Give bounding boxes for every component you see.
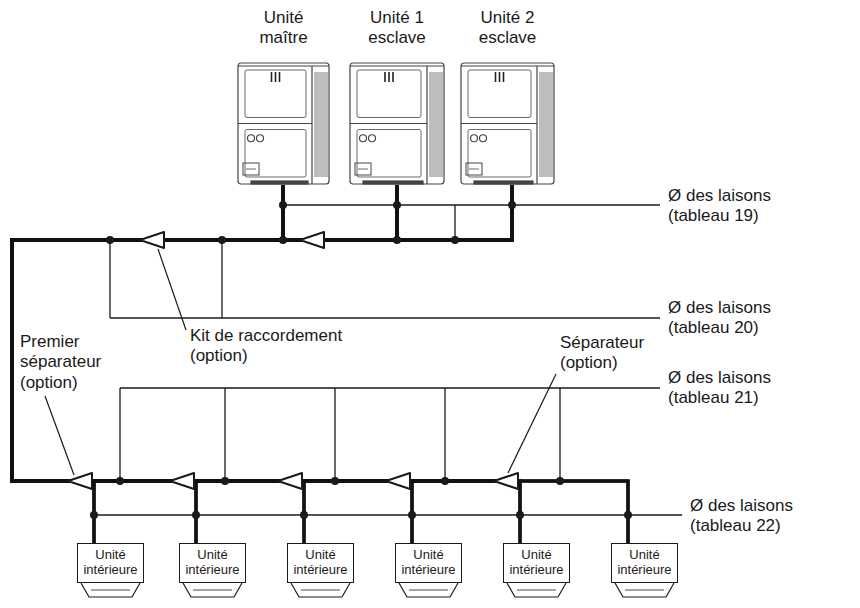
- unit-name: Unité intérieure: [83, 548, 137, 578]
- indoor-outlet: [517, 590, 556, 591]
- outdoor-unit: Unité 1 esclave: [349, 8, 445, 185]
- indoor-unit: Unité intérieure: [503, 543, 570, 583]
- unit-heading: Unité 1 esclave: [357, 8, 437, 49]
- indoor-outlet: [409, 590, 448, 591]
- indoor-outlet: [615, 583, 674, 597]
- indoor-outlet: [91, 590, 130, 591]
- indoor-outlet: [301, 590, 340, 591]
- indoor-outlet: [625, 590, 664, 591]
- separator: [68, 473, 92, 489]
- unit-heading: Unité maître: [244, 8, 324, 49]
- outdoor-unit-casing: [237, 62, 330, 185]
- indoor-outlet: [193, 590, 232, 591]
- unit-name: Unité intérieure: [185, 548, 239, 578]
- connection-kit: [300, 232, 324, 248]
- unit-name: Unité intérieure: [617, 548, 671, 578]
- indoor-unit: Unité intérieure: [611, 543, 678, 583]
- outdoor-unit: Unité 2 esclave: [460, 8, 555, 185]
- unit-name: Unité intérieure: [401, 548, 455, 578]
- junction-dots: [90, 201, 632, 519]
- pipe-diameter-note: Ø des laisons (tableau 20): [668, 298, 798, 339]
- separator: [278, 473, 302, 489]
- indoor-outlet: [183, 583, 242, 597]
- separator: [386, 473, 410, 489]
- separator-fittings: [68, 232, 518, 489]
- connection-kit: [140, 232, 164, 248]
- diameter-lines: [94, 205, 682, 515]
- part-label: Kit de raccordement (option): [190, 326, 375, 367]
- indoor-unit: Unité intérieure: [395, 543, 462, 583]
- outdoor-unit-casing: [460, 62, 555, 185]
- refrigerant-pipe: [12, 185, 628, 543]
- refrigerant-pipe: [12, 185, 628, 543]
- separator: [170, 473, 194, 489]
- indoor-outlet: [399, 583, 458, 597]
- indoor-outlet: [507, 583, 566, 597]
- indoor-unit: Unité intérieure: [77, 543, 144, 583]
- unit-name: Unité intérieure: [293, 548, 347, 578]
- indoor-unit-outlets: [81, 583, 674, 597]
- indoor-unit: Unité intérieure: [179, 543, 246, 583]
- refrigerant-pipe: [12, 185, 628, 543]
- pipe-diameter-note: Ø des laisons (tableau 22): [690, 496, 820, 537]
- separator: [494, 473, 518, 489]
- pipe-diameter-note: Ø des laisons (tableau 21): [668, 368, 798, 409]
- indoor-outlet: [81, 583, 140, 597]
- part-label: Premier séparateur (option): [20, 332, 112, 393]
- pipe-diameter-note: Ø des laisons (tableau 19): [668, 186, 798, 227]
- outdoor-unit-casing: [349, 62, 445, 185]
- indoor-unit: Unité intérieure: [287, 543, 354, 583]
- part-label: Séparateur (option): [560, 333, 652, 374]
- leader-lines: [45, 249, 556, 475]
- unit-heading: Unité 2 esclave: [468, 8, 548, 49]
- indoor-outlet: [291, 583, 350, 597]
- unit-name: Unité intérieure: [509, 548, 563, 578]
- outdoor-unit: Unité maître: [237, 8, 330, 185]
